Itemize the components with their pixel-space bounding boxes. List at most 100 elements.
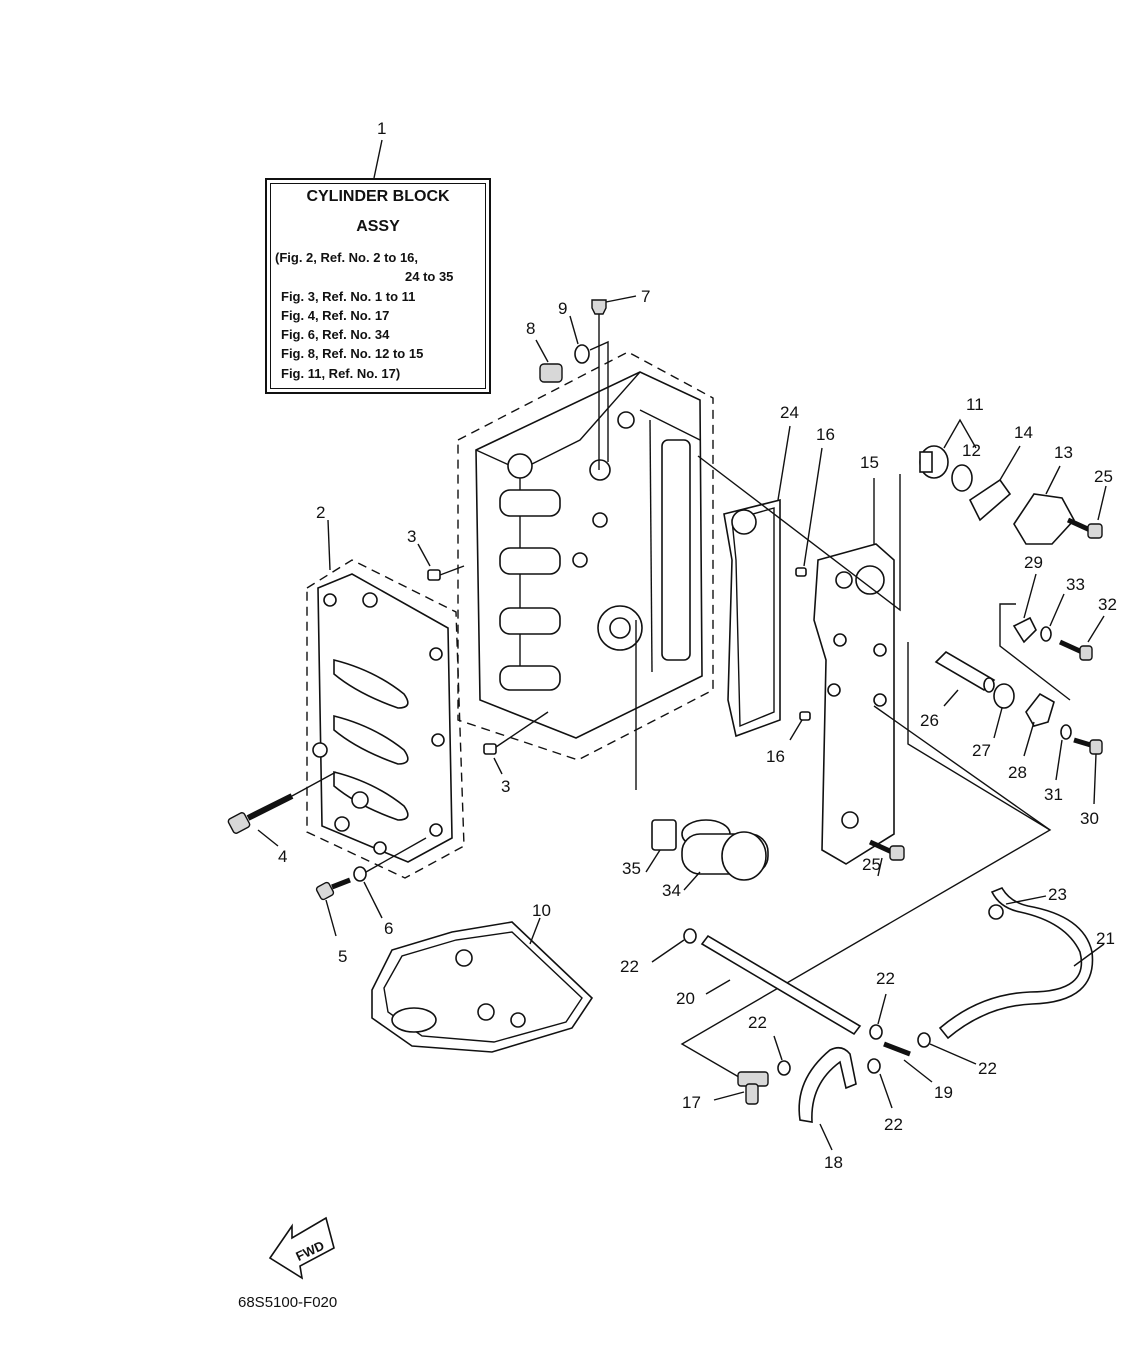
- info-box-line: Fig. 3, Ref. No. 1 to 11: [281, 289, 416, 304]
- info-box-line: (Fig. 2, Ref. No. 2 to 16,: [275, 250, 419, 265]
- callout-18: 18: [824, 1153, 843, 1172]
- callout-3: 3: [407, 527, 416, 546]
- plug-part-8: [535, 339, 563, 383]
- dowel-pin-part-3: [483, 711, 549, 775]
- cylinder-block-boundary: [457, 351, 714, 761]
- callout-22: 22: [620, 957, 639, 976]
- callout-25: 25: [862, 855, 881, 874]
- fitting-part-19: [883, 1041, 933, 1083]
- forward-direction-arrow: FWD: [268, 1216, 335, 1280]
- cylinder-block-cover-part-2: [312, 573, 453, 863]
- bolt-part-30: [1073, 737, 1103, 805]
- bracket-line: [907, 642, 1051, 831]
- cylinder-block-assy-info-box: CYLINDER BLOCK ASSY (Fig. 2, Ref. No. 2 …: [265, 178, 491, 394]
- callout-28: 28: [1008, 763, 1027, 782]
- dowel-pin-part-16: [795, 447, 823, 577]
- callout-22: 22: [978, 1059, 997, 1078]
- callout-8: 8: [526, 319, 535, 338]
- washer-part-9: [569, 315, 609, 462]
- callout-5: 5: [338, 947, 347, 966]
- bolt-part-25: [1066, 485, 1107, 539]
- info-box-line: Fig. 8, Ref. No. 12 to 15: [281, 346, 424, 361]
- callout-30: 30: [1080, 809, 1099, 828]
- gasket-part-12: [951, 464, 973, 492]
- clamp-part-22: [773, 1035, 791, 1076]
- callout-22: 22: [876, 969, 895, 988]
- callout-14: 14: [1014, 423, 1033, 442]
- callout-19: 19: [934, 1083, 953, 1102]
- callout-15: 15: [860, 453, 879, 472]
- info-box-line: Fig. 11, Ref. No. 17): [281, 366, 401, 381]
- callout-25: 25: [1094, 467, 1113, 486]
- info-box-line: Fig. 6, Ref. No. 34: [281, 327, 390, 342]
- callout-2: 2: [316, 503, 325, 522]
- hose-part-21: [938, 886, 1105, 1040]
- cylinder-block: [475, 371, 703, 739]
- exhaust-cover-part-15: [697, 455, 901, 865]
- grommet-part-27: [993, 683, 1015, 739]
- callout-3: 3: [501, 777, 510, 796]
- clamp-part-23: [988, 895, 1047, 920]
- callout-10: 10: [532, 901, 551, 920]
- tee-fitting-part-17: [713, 1071, 769, 1105]
- valve-part-28: [1023, 692, 1055, 757]
- clamp-part-22: [867, 1058, 893, 1109]
- pipe-part-26: [934, 650, 996, 707]
- oil-filter-fitting-part-35: [635, 620, 677, 873]
- bolt-part-32: [1058, 615, 1105, 661]
- callout-23: 23: [1048, 885, 1067, 904]
- leader-line: [373, 139, 383, 179]
- info-box-title: CYLINDER BLOCK: [306, 188, 450, 205]
- bolt-part-4: [227, 771, 337, 847]
- callout-34: 34: [662, 881, 681, 900]
- callout-12: 12: [962, 441, 981, 460]
- callout-21: 21: [1096, 929, 1115, 948]
- bolt-part-25: [868, 839, 905, 877]
- callout-16: 16: [766, 747, 785, 766]
- callout-24: 24: [780, 403, 799, 422]
- info-box-line: Fig. 4, Ref. No. 17: [281, 308, 390, 323]
- callout-13: 13: [1054, 443, 1073, 462]
- callout-11: 11: [966, 395, 984, 414]
- screw-part-7: [591, 295, 637, 470]
- fitting-part-29: [1012, 573, 1037, 644]
- callout-9: 9: [558, 299, 567, 318]
- hose-part-18: [798, 1046, 857, 1151]
- callout-31: 31: [1044, 785, 1063, 804]
- gasket-part-14: [968, 445, 1021, 522]
- callout-7: 7: [641, 287, 650, 306]
- figure-code: 68S5100-F020: [238, 1294, 338, 1311]
- gasket-part-24: [723, 425, 791, 738]
- bolt-part-5: [315, 877, 351, 937]
- info-box-subtitle: ASSY: [356, 218, 400, 235]
- oil-filter-part-34: [681, 819, 769, 891]
- washer-part-31: [1055, 724, 1072, 781]
- leader-line: [327, 519, 331, 571]
- hose-part-20: [700, 934, 862, 1036]
- callout-16: 16: [816, 425, 835, 444]
- callout-17: 17: [682, 1093, 701, 1112]
- dowel-pin-part-16: [789, 711, 811, 741]
- washer-part-6: [353, 837, 427, 919]
- clamp-part-22: [917, 1032, 977, 1065]
- thermostat-part-11: [919, 418, 977, 479]
- callout-20: 20: [676, 989, 695, 1008]
- callout-6: 6: [384, 919, 393, 938]
- routing-line: [680, 705, 1052, 1081]
- callout-33: 33: [1066, 575, 1085, 594]
- washer-part-33: [1040, 593, 1065, 642]
- gasket-part-10: [371, 917, 594, 1053]
- thermostat-cover-part-13: [1013, 465, 1075, 545]
- info-box-inner-border: [270, 183, 486, 389]
- dowel-pin-part-3: [417, 543, 465, 581]
- callout-32: 32: [1098, 595, 1117, 614]
- info-box-line: 24 to 35: [405, 269, 454, 284]
- callout-27: 27: [972, 741, 991, 760]
- clamp-part-22: [651, 928, 697, 963]
- bracket-line: [999, 603, 1071, 701]
- callout-4: 4: [278, 847, 287, 866]
- clamp-part-22: [869, 993, 887, 1040]
- callout-26: 26: [920, 711, 939, 730]
